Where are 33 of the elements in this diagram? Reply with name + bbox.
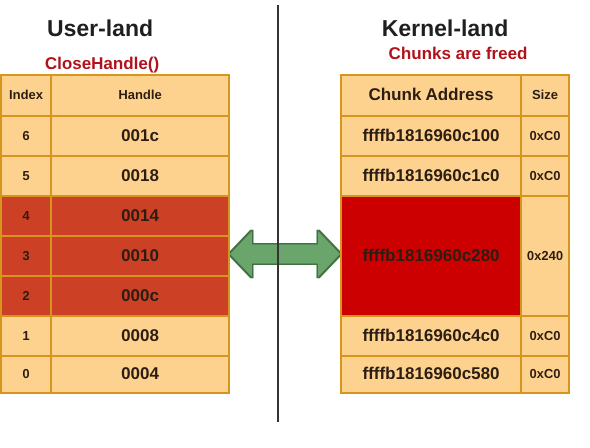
section-title: Kernel-land <box>382 14 508 42</box>
address-cell: ffffb1816960c580 <box>340 355 522 394</box>
size-cell: 0xC0 <box>520 355 570 394</box>
annotation-text: CloseHandle() <box>44 54 160 74</box>
highlighted-address-cell: ffffb1816960c280 <box>340 195 522 317</box>
annotation-text: Chunks are freed <box>388 44 528 64</box>
size-cell: 0x240 <box>520 195 570 317</box>
index-cell: 5 <box>0 155 52 197</box>
handle-cell: 0004 <box>50 355 230 394</box>
index-cell: 1 <box>0 315 52 357</box>
address-cell: ffffb1816960c100 <box>340 115 522 157</box>
highlighted-handle-cell: 0010 <box>50 235 230 277</box>
size-cell: 0xC0 <box>520 315 570 357</box>
highlighted-index-cell: 2 <box>0 275 52 317</box>
address-cell: ffffb1816960c4c0 <box>340 315 522 357</box>
section-title: User-land <box>46 14 154 42</box>
header-cell: Chunk Address <box>340 74 522 117</box>
index-cell: 0 <box>0 355 52 394</box>
header-cell: Size <box>520 74 570 117</box>
handle-cell: 0018 <box>50 155 230 197</box>
index-cell: 6 <box>0 115 52 157</box>
handle-cell: 0008 <box>50 315 230 357</box>
highlighted-handle-cell: 000c <box>50 275 230 317</box>
handle-cell: 001c <box>50 115 230 157</box>
header-cell: Handle <box>50 74 230 117</box>
highlighted-index-cell: 3 <box>0 235 52 277</box>
size-cell: 0xC0 <box>520 115 570 157</box>
double-arrow <box>230 231 340 277</box>
header-cell: Index <box>0 74 52 117</box>
highlighted-handle-cell: 0014 <box>50 195 230 237</box>
size-cell: 0xC0 <box>520 155 570 197</box>
address-cell: ffffb1816960c1c0 <box>340 155 522 197</box>
highlighted-index-cell: 4 <box>0 195 52 237</box>
